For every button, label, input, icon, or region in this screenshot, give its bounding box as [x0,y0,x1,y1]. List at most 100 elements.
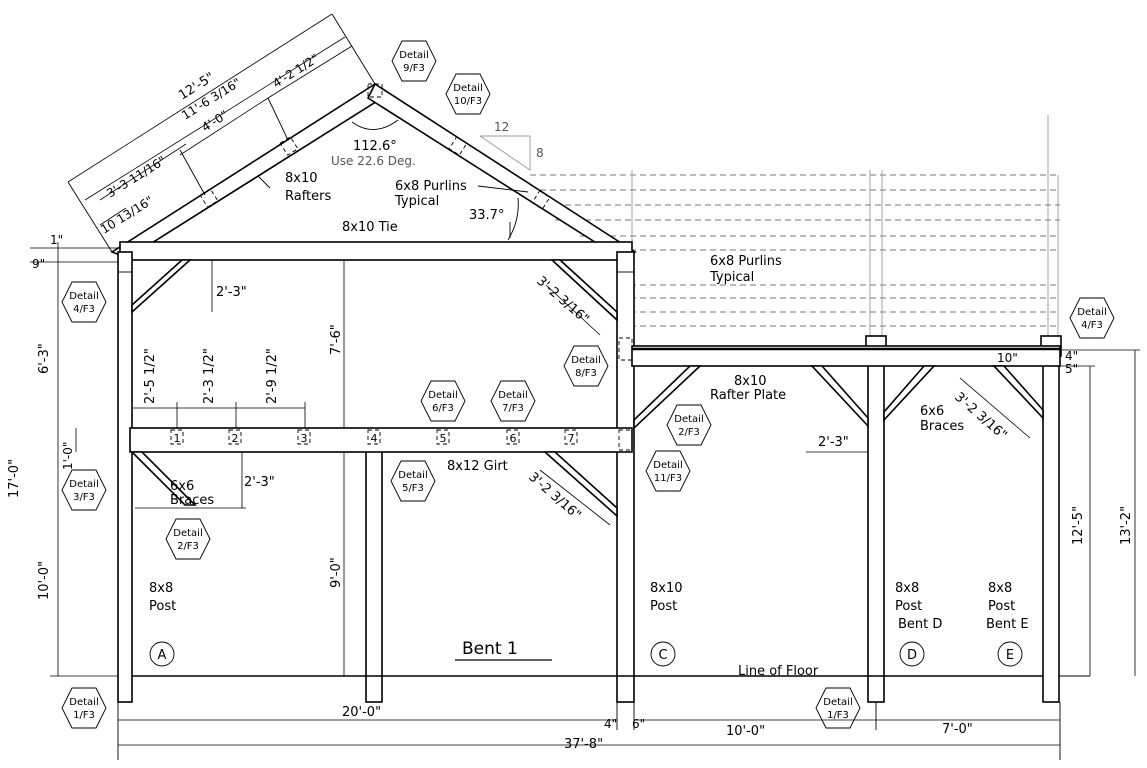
post-c [616,251,635,703]
rafters-label-2: Rafters [285,189,332,204]
dim-right-10: 10" [997,351,1018,365]
svg-text:6/F3: 6/F3 [432,403,454,414]
slope-indicator: 12 8 [479,120,544,171]
purlins-right-label-1: 6x8 Purlins [710,254,782,269]
member-labels: 8x10 Rafters 8x10 Tie 6x8 Purlins Typica… [149,171,1029,679]
svg-text:Detail: Detail [399,50,428,61]
posts [117,251,1062,703]
post-e [1042,339,1060,703]
girt-number: 1 [174,432,181,445]
svg-text:5/F3: 5/F3 [402,483,424,494]
detail-callout[interactable]: Detail 5/F3 [390,460,436,502]
dim-bottom-20-0: 20'-0" [342,705,381,720]
svg-text:3/F3: 3/F3 [73,492,95,503]
svg-text:Detail: Detail [823,697,852,708]
rafter-plate [631,345,1061,367]
dim-left-6-3: 6'-3" [37,343,52,374]
braces [130,259,1044,518]
dim-bottom-10-0: 10'-0" [726,724,765,739]
svg-text:Detail: Detail [69,291,98,302]
line-of-floor-label: Line of Floor [738,664,819,679]
svg-text:Detail: Detail [69,479,98,490]
rafter-plate-label-1: 8x10 [734,374,767,389]
post-d [867,339,885,703]
detail-callout[interactable]: Detail 4/F3 [61,281,107,323]
detail-callout[interactable]: Detail 10/F3 [445,73,491,115]
post-a-label-2: Post [149,599,176,614]
dim-rafter-b: 4'-2 1/2" [270,51,321,90]
post-e-label-3: Bent E [986,617,1029,632]
purlins-right-label-2: Typical [709,270,754,285]
purlin-bays-background [530,115,1060,340]
svg-text:2/F3: 2/F3 [678,427,700,438]
svg-text:11/F3: 11/F3 [654,473,682,484]
dim-bottom-4: 4" [604,717,617,731]
slope-run: 12 [494,120,509,134]
detail-callout[interactable]: Detail 1/F3 [61,687,107,729]
apex-angle-note: Use 22.6 Deg. [331,154,416,168]
girt-number: 3 [301,432,308,445]
grid-markers: A C D E [149,641,1023,667]
post-d-label-1: 8x8 [895,581,919,596]
braces-left-label-1: 6x6 [170,479,194,494]
girt-number: 2 [232,432,239,445]
detail-callout[interactable]: Detail 6/F3 [420,380,466,422]
braces-right-label-1: 6x6 [920,404,944,419]
svg-text:Detail: Detail [571,355,600,366]
girt-number: 5 [440,432,447,445]
dimension-lines [30,13,1140,760]
svg-text:Detail: Detail [453,83,482,94]
detail-callout[interactable]: Detail 1/F3 [815,687,861,729]
dim-bottom-37-8: 37'-8" [564,737,603,752]
dim-right-4: 4" [1065,349,1078,363]
svg-text:Detail: Detail [498,390,527,401]
post-d-label-2: Post [895,599,922,614]
dim-brace-bot-left: 2'-3" [244,475,275,490]
post-e-label-1: 8x8 [988,581,1012,596]
svg-text:1/F3: 1/F3 [827,710,849,721]
dim-overhang-1: 1" [50,233,63,247]
post-a-label-1: 8x8 [149,581,173,596]
svg-text:7/F3: 7/F3 [502,403,524,414]
detail-callout[interactable]: Detail 3/F3 [61,469,107,511]
grid-label-a: A [158,648,167,663]
rafters-label-1: 8x10 [285,171,318,186]
braces-right-label-2: Braces [920,419,964,434]
detail-callout[interactable]: Detail 7/F3 [490,380,536,422]
detail-callout[interactable]: Detail 2/F3 [666,404,712,446]
dim-left-10-0: 10'-0" [37,561,52,600]
detail-callout[interactable]: Detail 4/F3 [1069,297,1115,339]
dim-brace-top-left: 2'-3" [216,285,247,300]
dim-rafter-d: 3'-3 11/16" [104,153,168,200]
pitch-angle: 33.7° [469,208,504,223]
detail-callout[interactable]: Detail 11/F3 [645,450,691,492]
girt-number: 4 [371,432,378,445]
girt-number: 7 [568,432,575,445]
purlins-left-label-2: Typical [394,194,439,209]
detail-callout[interactable]: Detail 9/F3 [391,40,437,82]
grid-label-e: E [1006,648,1014,663]
detail-callouts: Detail 9/F3 Detail 10/F3 Detail 4/F3 Det… [61,40,1115,729]
detail-callout[interactable]: Detail 8/F3 [563,345,609,387]
svg-text:Detail: Detail [173,528,202,539]
post-c-label-2: Post [650,599,677,614]
girt-numbers: 1 2 3 4 5 6 7 [174,432,575,445]
dim-right-13-2: 13'-2" [1119,506,1134,545]
dim-bottom-7-0: 7'-0" [942,722,973,737]
dim-center-7-6: 7'-6" [329,324,344,355]
dim-girt-3: 2'-9 1/2" [265,348,280,404]
detail-callout[interactable]: Detail 2/F3 [165,518,211,560]
braces-left-label-2: Braces [170,493,214,508]
svg-text:Detail: Detail [653,460,682,471]
slope-rise: 8 [536,146,544,160]
dim-bottom-6: 6" [632,717,645,731]
girt [129,427,633,453]
dim-center-9-0: 9'-0" [329,557,344,588]
svg-text:Detail: Detail [398,470,427,481]
dim-girt-1: 2'-5 1/2" [143,348,158,404]
svg-text:4/F3: 4/F3 [73,304,95,315]
tie-beam [119,241,633,261]
svg-text:Detail: Detail [674,414,703,425]
post-e-label-2: Post [988,599,1015,614]
